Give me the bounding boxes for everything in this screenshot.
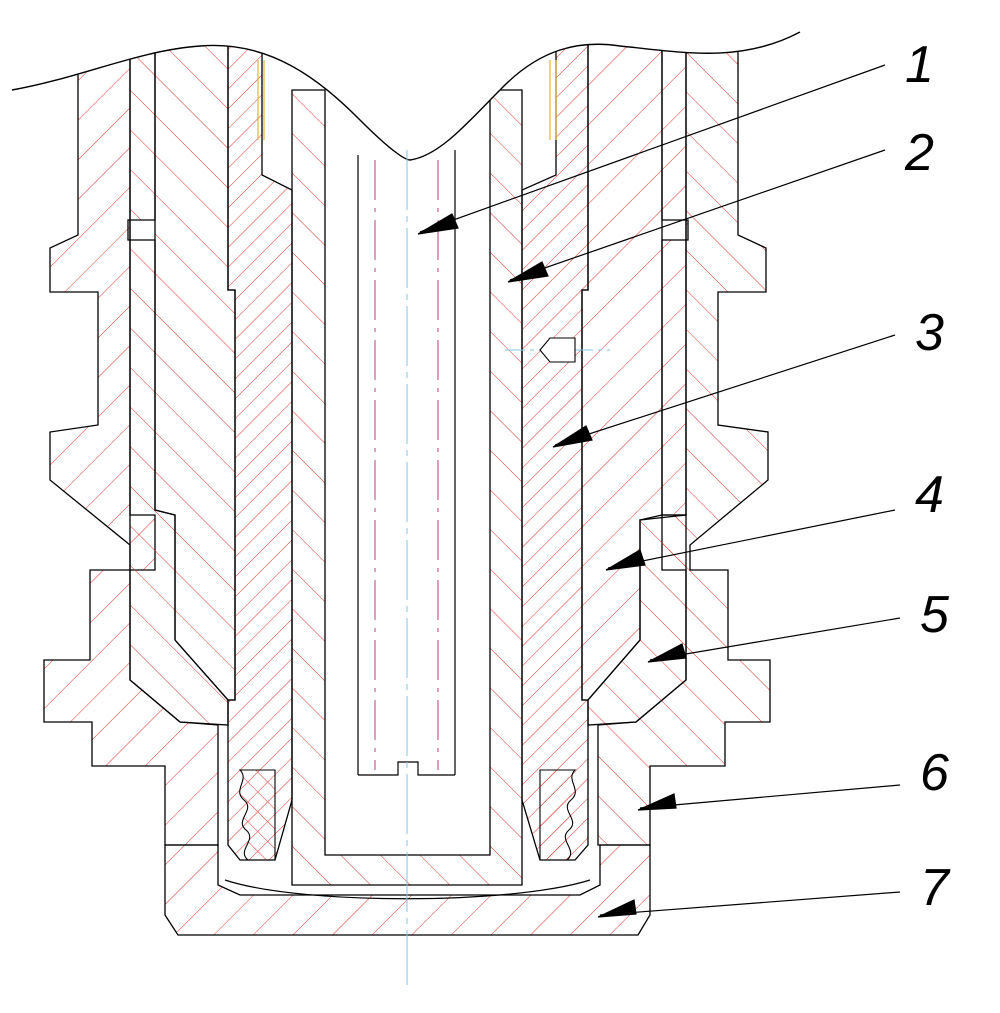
part-5-right bbox=[587, 514, 687, 726]
sleeve-right bbox=[661, 39, 689, 516]
part-3-left bbox=[227, 39, 293, 861]
cap-inner-line bbox=[224, 879, 591, 900]
callout-1: 1 bbox=[905, 36, 934, 94]
break-line bbox=[11, 31, 801, 161]
part-3-right bbox=[521, 39, 589, 861]
part-7-cap bbox=[164, 844, 651, 936]
callout-2: 2 bbox=[904, 124, 934, 182]
callout-4: 4 bbox=[915, 466, 944, 524]
callout-6: 6 bbox=[920, 744, 949, 802]
seal-right bbox=[539, 769, 577, 861]
seal-left bbox=[238, 769, 276, 861]
section-body bbox=[43, 39, 771, 886]
callout-7: 7 bbox=[920, 859, 951, 917]
leaders bbox=[417, 64, 901, 918]
part-1-core bbox=[357, 150, 456, 776]
callout-3: 3 bbox=[915, 304, 944, 362]
callout-5: 5 bbox=[920, 586, 950, 644]
